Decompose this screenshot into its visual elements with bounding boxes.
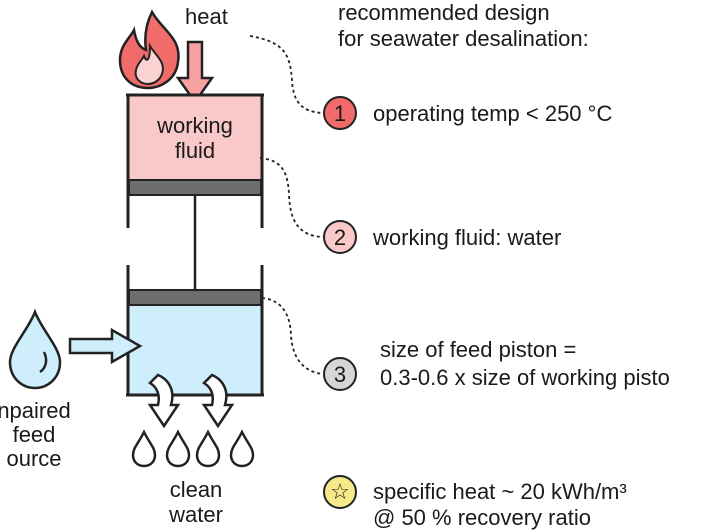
marker-circle-2 [323,220,357,254]
leader-line-3 [261,297,324,375]
flame-icon [118,9,180,90]
working-fluid-chamber [128,95,262,180]
clean-water-label-line1: clean [170,477,223,502]
droplet-icon [165,429,191,468]
feed-arrow [68,327,143,365]
star-icon: ☆ [330,479,350,504]
item-3-text-line1: size of feed piston = [380,337,576,362]
item-3-text-line2: 0.3-0.6 x size of working pisto [380,365,670,390]
item-2-text: working fluid: water [372,225,561,250]
leader-line-1 [249,35,324,114]
feed-label-line2: feed [13,422,56,447]
heat-label: heat [185,4,228,29]
recommendation-title-line2: for seawater desalination: [338,26,589,51]
clean-water-arrow-1 [147,373,181,429]
marker-label-3: 3 [334,362,346,387]
droplet-icon [131,429,157,468]
feed-water-chamber [128,305,262,395]
working-fluid-label-line2: fluid [175,138,215,163]
marker-circle-1 [323,96,357,130]
marker-label-1: 1 [334,101,346,126]
water-drop-icon [8,308,62,390]
marker-circle-3 [323,357,357,391]
item-4-text-line1: specific heat ~ 20 kWh/m³ [373,479,627,504]
item-4-text-line2: @ 50 % recovery ratio [373,505,591,530]
droplet-icon [229,429,255,468]
leader-line-2 [259,157,324,238]
droplet-icon [195,429,221,468]
marker-circle-star [323,475,357,509]
feed-label-line3: ource [6,446,61,471]
feed-label-line1: npaired [0,398,71,423]
item-1-text: operating temp < 250 °C [373,101,612,126]
recommendation-title-line1: recommended design [338,0,550,25]
working-piston [128,179,262,196]
marker-label-2: 2 [334,225,346,250]
clean-water-label-line2: water [168,502,223,527]
feed-piston [128,289,262,306]
heat-arrow [175,40,215,105]
clean-water-arrow-2 [201,373,235,429]
working-fluid-label-line1: working [156,113,233,138]
